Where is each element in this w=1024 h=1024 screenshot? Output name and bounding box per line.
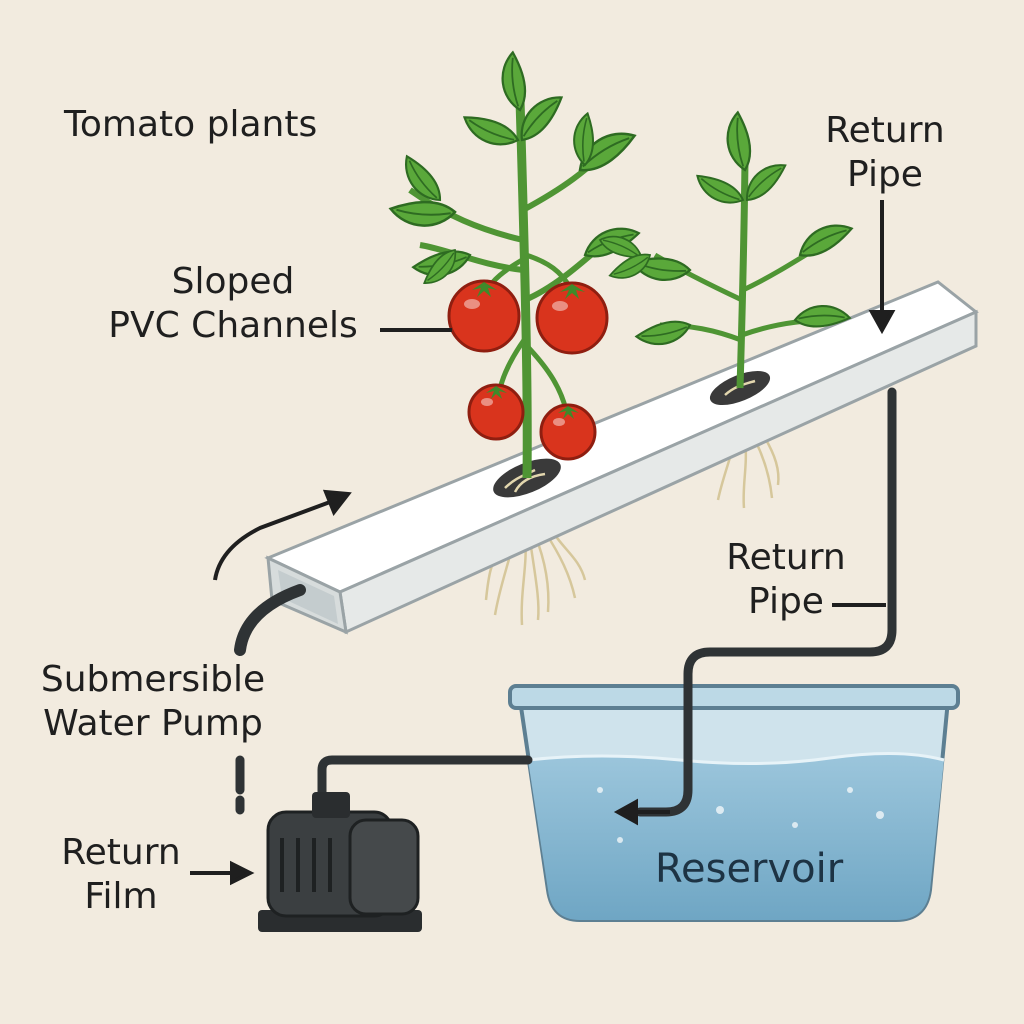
label-tomato-plants: Tomato plants — [64, 104, 318, 145]
label-submersible-water-pump: Submersible Water Pump — [40, 659, 266, 744]
tomatoes — [447, 279, 609, 461]
label-reservoir: Reservoir — [655, 846, 844, 892]
flow-arrows — [190, 200, 896, 886]
reservoir-tank — [508, 684, 960, 922]
label-return-pipe-mid: Return Pipe — [726, 537, 846, 622]
feed-pipe — [234, 584, 306, 656]
label-sloped-pvc-channels: Sloped PVC Channels — [108, 261, 358, 346]
label-return-film: Return Film — [61, 832, 181, 917]
label-return-pipe-top: Return Pipe — [825, 110, 945, 195]
pipes — [234, 387, 897, 817]
water-pump — [258, 792, 422, 932]
tomato-plant-right — [605, 111, 857, 389]
pump-outlet-pipe — [317, 755, 533, 797]
pvc-channel — [264, 280, 979, 635]
return-pipe — [635, 387, 897, 817]
